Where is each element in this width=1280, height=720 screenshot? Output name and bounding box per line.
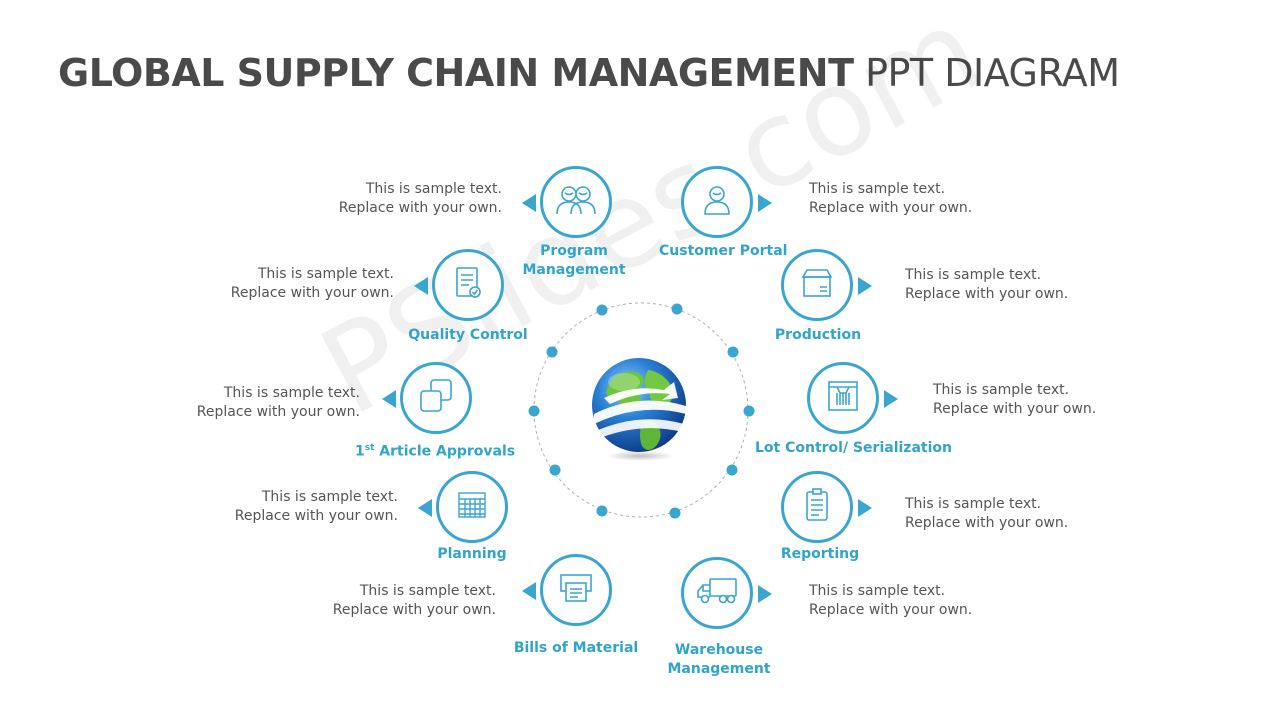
title-bold: GLOBAL SUPPLY CHAIN MANAGEMENT xyxy=(58,51,854,95)
node-label: Customer Portal xyxy=(659,242,787,261)
label-line1: Lot Control/ Serialization xyxy=(755,440,952,456)
node-description: This is sample text. Replace with your o… xyxy=(231,265,394,303)
desc-line2: Replace with your own. xyxy=(338,200,502,216)
desc-line2: Replace with your own. xyxy=(933,401,1097,417)
node-program-management[interactable] xyxy=(540,166,612,238)
pointer xyxy=(414,277,428,295)
node-customer-portal[interactable] xyxy=(681,166,753,238)
node-description: This is sample text. Replace with your o… xyxy=(933,381,1096,419)
node-description: This is sample text. Replace with your o… xyxy=(197,384,360,422)
node-description: This is sample text. Replace with your o… xyxy=(339,180,502,218)
label-post: Article Approvals xyxy=(374,443,516,460)
desc-line2: Replace with your own. xyxy=(905,515,1069,531)
node-label: Program Management xyxy=(514,242,634,280)
desc-line2: Replace with your own. xyxy=(809,200,973,216)
node-description: This is sample text. Replace with your o… xyxy=(333,582,496,620)
desc-line1: This is sample text. xyxy=(257,266,394,282)
label-line1: Customer Portal xyxy=(659,243,788,259)
document-check-icon xyxy=(453,266,483,304)
truck-icon xyxy=(696,577,738,609)
label-pre: 1 xyxy=(355,443,365,460)
printer-icon xyxy=(559,573,593,607)
label-line2: Management xyxy=(522,262,626,278)
desc-line1: This is sample text. xyxy=(223,385,360,401)
label-line1: Bills of Material xyxy=(513,640,639,656)
label-line2: Management xyxy=(667,661,771,677)
calendar-icon xyxy=(457,490,487,524)
node-production[interactable] xyxy=(781,249,853,321)
node-quality-control[interactable] xyxy=(432,249,504,321)
node-planning[interactable] xyxy=(436,471,508,543)
desc-line2: Replace with your own. xyxy=(905,286,1069,302)
desc-line1: This is sample text. xyxy=(809,181,946,197)
node-description: This is sample text. Replace with your o… xyxy=(235,488,398,526)
desc-line1: This is sample text. xyxy=(933,382,1070,398)
label-line1: Planning xyxy=(437,546,507,562)
label-line1: Production xyxy=(774,327,862,343)
label-line1: Warehouse xyxy=(674,642,764,658)
node-article-approvals[interactable] xyxy=(400,362,472,434)
pointer xyxy=(418,499,432,517)
desc-line2: Replace with your own. xyxy=(230,285,394,301)
pointer xyxy=(758,194,772,212)
shirt-tag-icon xyxy=(826,379,860,417)
node-label: 1st Article Approvals xyxy=(355,439,515,462)
clipboard-icon xyxy=(804,488,830,526)
slide-title: GLOBAL SUPPLY CHAIN MANAGEMENT PPT DIAGR… xyxy=(58,48,1120,98)
desc-line2: Replace with your own. xyxy=(234,508,398,524)
node-label: Quality Control xyxy=(398,326,538,345)
label-line1: Program xyxy=(540,243,608,259)
desc-line1: This is sample text. xyxy=(809,583,946,599)
node-label: Lot Control/ Serialization xyxy=(755,439,952,458)
user-icon xyxy=(702,184,732,220)
node-warehouse-management[interactable] xyxy=(681,557,753,629)
label-sup: st xyxy=(364,443,375,453)
pointer xyxy=(522,582,536,600)
orbit-dots xyxy=(528,303,755,519)
box-icon xyxy=(800,267,834,303)
node-description: This is sample text. Replace with your o… xyxy=(809,582,972,620)
pointer xyxy=(382,390,396,408)
desc-line1: This is sample text. xyxy=(905,496,1042,512)
node-label: Bills of Material xyxy=(506,639,646,658)
node-description: This is sample text. Replace with your o… xyxy=(905,266,1068,304)
node-label: Warehouse Management xyxy=(659,641,779,679)
pointer xyxy=(858,499,872,517)
desc-line1: This is sample text. xyxy=(359,583,496,599)
node-description: This is sample text. Replace with your o… xyxy=(905,495,1068,533)
label-line1: Reporting xyxy=(780,546,860,562)
globe-icon xyxy=(584,352,694,462)
node-lot-control[interactable] xyxy=(807,362,879,434)
node-label: Reporting xyxy=(760,545,880,564)
node-label: Production xyxy=(758,326,878,345)
node-bills-of-material[interactable] xyxy=(540,554,612,626)
desc-line2: Replace with your own. xyxy=(196,404,360,420)
label-line1: Quality Control xyxy=(408,327,528,343)
pointer xyxy=(758,585,772,603)
node-label: Planning xyxy=(412,545,532,564)
desc-line1: This is sample text. xyxy=(905,267,1042,283)
desc-line2: Replace with your own. xyxy=(332,602,496,618)
squares-icon xyxy=(418,378,454,418)
desc-line1: This is sample text. xyxy=(365,181,502,197)
desc-line1: This is sample text. xyxy=(261,489,398,505)
pointer xyxy=(884,390,898,408)
pointer xyxy=(858,277,872,295)
desc-line2: Replace with your own. xyxy=(809,602,973,618)
node-description: This is sample text. Replace with your o… xyxy=(809,180,972,218)
pointer xyxy=(522,194,536,212)
people-icon xyxy=(555,184,597,220)
node-reporting[interactable] xyxy=(781,471,853,543)
title-light: PPT DIAGRAM xyxy=(853,51,1120,95)
